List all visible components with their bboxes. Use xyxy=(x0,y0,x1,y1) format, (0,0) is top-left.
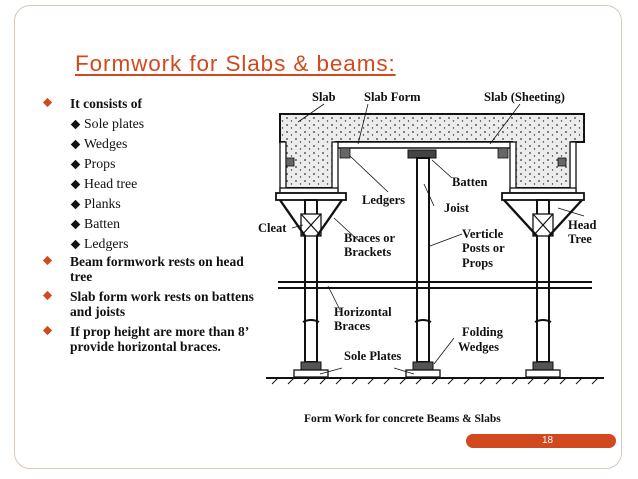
label-folding-2: Wedges xyxy=(458,340,499,354)
slab-sheeting xyxy=(335,141,513,149)
component-item: Wedges xyxy=(70,134,255,154)
label-head-2: Tree xyxy=(568,232,592,246)
component-item: Planks xyxy=(70,194,255,214)
label-ledgers: Ledgers xyxy=(362,193,405,207)
component-item: Batten xyxy=(70,214,255,234)
page-number: 18 xyxy=(542,435,554,446)
label-verticle-1: Verticle xyxy=(462,227,504,241)
head-tree-right xyxy=(501,192,585,201)
label-slab: Slab xyxy=(312,90,336,104)
label-cleat: Cleat xyxy=(258,221,287,235)
page-number-badge: 18 xyxy=(466,434,616,448)
batten xyxy=(407,149,437,159)
component-list: Sole plates Wedges Props Head tree Plank… xyxy=(70,114,255,254)
component-item: Head tree xyxy=(70,174,255,194)
label-joist: Joist xyxy=(444,201,470,215)
label-verticle-3: Props xyxy=(462,256,493,270)
label-braces-1: Braces or xyxy=(344,231,395,245)
label-folding-1: Folding xyxy=(462,325,504,339)
horizontal-braces xyxy=(278,281,592,289)
bullet-consists-label: It consists of xyxy=(70,96,143,111)
formwork-diagram: Slab Slab Form Slab (Sheeting) Batten Le… xyxy=(258,90,604,425)
label-verticle-2: Posts or xyxy=(462,241,505,255)
label-head-1: Head xyxy=(568,218,597,232)
figure-caption: Form Work for concrete Beams & Slabs xyxy=(304,413,501,425)
braces xyxy=(279,199,583,237)
bullet-prop-height: If prop height are more than 8’ provide … xyxy=(40,324,255,355)
bullet-slab-formwork: Slab form work rests on battens and jois… xyxy=(40,289,255,320)
head-tree-left xyxy=(275,192,347,201)
label-slab-sheeting: Slab (Sheeting) xyxy=(484,90,565,104)
label-braces-2: Brackets xyxy=(344,245,391,259)
component-item: Sole plates xyxy=(70,114,255,134)
label-batten: Batten xyxy=(452,175,487,189)
sole-plates xyxy=(293,369,561,378)
slide-frame xyxy=(14,5,622,469)
slide-title: Formwork for Slabs & beams: xyxy=(75,51,396,76)
bullet-beam-formwork: Beam formwork rests on head tree xyxy=(40,254,255,285)
bullet-list: It consists of Sole plates Wedges Props … xyxy=(40,96,255,355)
leader-lines xyxy=(291,103,585,375)
label-slab-form: Slab Form xyxy=(364,90,421,104)
bullet-consists-of: It consists of Sole plates Wedges Props … xyxy=(40,96,255,254)
label-horizontal-2: Braces xyxy=(334,319,370,333)
component-item: Ledgers xyxy=(70,234,255,254)
component-item: Props xyxy=(70,154,255,174)
label-sole-plates: Sole Plates xyxy=(344,349,401,363)
label-horizontal-1: Horizontal xyxy=(334,305,392,319)
ledger-blocks xyxy=(285,147,567,167)
